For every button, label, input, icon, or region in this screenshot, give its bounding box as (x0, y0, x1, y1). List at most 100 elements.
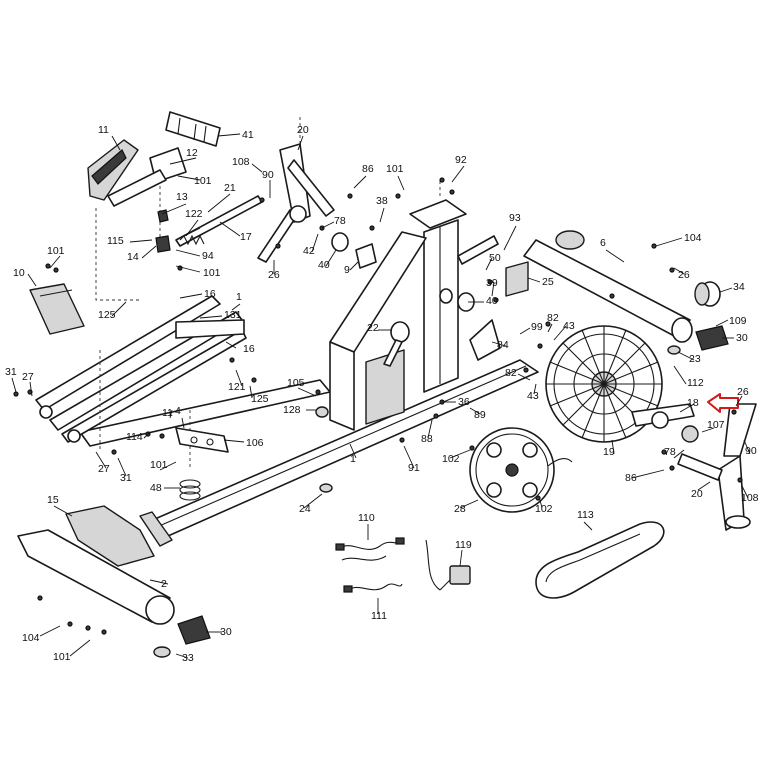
leader-line (325, 249, 337, 267)
part-label: 26 (268, 269, 280, 281)
leader-line (175, 653, 189, 659)
part-label: 78 (664, 446, 676, 458)
part-label: 14 (127, 251, 139, 263)
leader-line (491, 341, 507, 347)
pedal-arm-top (257, 143, 335, 263)
part-label: 82 (505, 367, 517, 379)
top-rail (457, 235, 499, 265)
pedal-rails (35, 295, 247, 443)
part-label: 90 (745, 445, 757, 457)
part-label: 90 (262, 169, 274, 181)
bearings-40 (331, 232, 475, 312)
part-label: 11 (98, 124, 109, 136)
leader-line (297, 387, 317, 397)
part-label: 89 (474, 409, 486, 421)
part-label: 36 (458, 396, 470, 408)
handlebar-left (87, 139, 187, 207)
idler-22 (383, 321, 410, 367)
part-label: 111 (371, 610, 387, 622)
part-label: 112 (687, 377, 704, 389)
leader-line (459, 499, 479, 509)
leader-line (297, 135, 304, 151)
leader-line (49, 255, 61, 269)
part-label: 102 (442, 453, 460, 465)
part-label: 128 (283, 404, 301, 416)
part-label: 26 (737, 386, 749, 398)
part-label: 30 (736, 332, 748, 344)
leader-line (605, 249, 625, 263)
leader-line (547, 323, 553, 333)
part-label: 11 (162, 407, 173, 419)
pulley-28 (469, 427, 573, 513)
part-label: 105 (287, 377, 305, 389)
part-label: 20 (297, 124, 309, 136)
leader-line (95, 451, 107, 469)
part-label: 94 (202, 250, 214, 262)
part-label: 2 (161, 578, 167, 590)
leader-line (449, 449, 471, 459)
pedal-arm-bottom (677, 403, 757, 531)
part-label: 43 (527, 390, 539, 402)
part-label: 119 (455, 539, 472, 551)
part-label: 19 (603, 446, 615, 458)
leader-line (29, 381, 33, 397)
leader-line (701, 427, 715, 433)
part-label: 6 (600, 237, 606, 249)
part-label: 23 (689, 353, 701, 365)
leader-line (11, 377, 17, 393)
part-label: 101 (203, 267, 221, 279)
part-label: 92 (455, 154, 467, 166)
foot-24 (319, 483, 333, 493)
leader-line (53, 505, 73, 517)
part-label: 101 (47, 245, 65, 257)
leader-line (111, 135, 121, 151)
leader-line (741, 485, 749, 499)
part-label: 108 (741, 492, 759, 504)
part-label: 101 (53, 651, 71, 663)
leader-line (181, 417, 185, 429)
leader-line (161, 203, 187, 215)
part-label: 12 (186, 147, 198, 159)
leader-line (533, 383, 537, 395)
part-label: 25 (542, 276, 554, 288)
part-label: 33 (182, 652, 194, 664)
part-label: 27 (22, 371, 34, 383)
part-label: 101 (150, 459, 168, 471)
leader-line (129, 239, 153, 243)
part-label: 91 (408, 462, 420, 474)
leader-line (673, 449, 685, 459)
leader-line (185, 219, 199, 237)
leader-line (143, 431, 151, 439)
leader-line (169, 409, 173, 419)
part-label: 22 (367, 322, 379, 334)
leader-line (235, 369, 243, 387)
part-label: 101 (194, 175, 212, 187)
leader-line (677, 351, 695, 361)
leader-line (379, 207, 385, 223)
part-label: 31 (120, 472, 132, 484)
rear-crossbar (523, 230, 693, 343)
part-label: 104 (684, 232, 702, 244)
leader-line (223, 439, 245, 443)
upright-column (409, 199, 467, 393)
wire-harness-111 (343, 583, 403, 593)
wire-harness-110 (335, 537, 405, 561)
leader-line (459, 549, 463, 567)
leader-line (207, 193, 231, 213)
bushing-9 (355, 243, 377, 269)
leader-line (353, 175, 367, 189)
part-label: 21 (224, 182, 236, 194)
part-label: 101 (386, 163, 404, 175)
part-label: 40 (486, 295, 498, 307)
leader-line (503, 225, 517, 251)
part-label: 20 (691, 488, 703, 500)
leader-line (485, 257, 493, 271)
part-label: 26 (678, 269, 690, 281)
end-cap-23 (667, 345, 681, 355)
part-label: 27 (98, 463, 110, 475)
roller-34 (694, 281, 721, 307)
leader-line (673, 365, 687, 385)
part-label: 34 (733, 281, 745, 293)
part-label: 78 (334, 215, 346, 227)
